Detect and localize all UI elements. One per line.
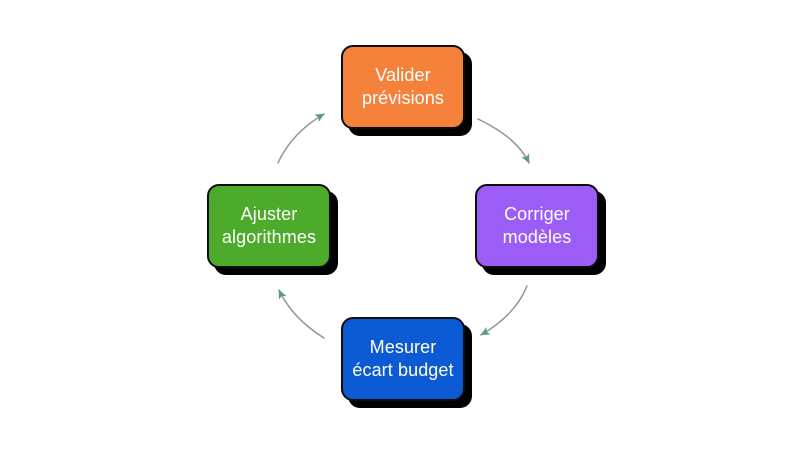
node-corriger-modeles-label: Corriger modèles [502,203,572,247]
arrow-corriger-to-mesurer [480,285,528,336]
node-ajuster-algorithmes[interactable]: Ajuster algorithmes [207,184,331,268]
arrow-ajuster-to-valider [277,113,325,164]
node-valider-previsions-label: Valider prévisions [361,64,445,108]
node-mesurer-ecart-budget-label: Mesurer écart budget [352,336,454,380]
node-mesurer-ecart-budget[interactable]: Mesurer écart budget [341,317,465,401]
node-corriger-modeles[interactable]: Corriger modèles [475,184,599,268]
arrow-mesurer-to-ajuster [278,289,325,339]
node-ajuster-algorithmes-label: Ajuster algorithmes [221,203,317,247]
arrow-valider-to-corriger [477,118,530,164]
node-valider-previsions[interactable]: Valider prévisions [341,45,465,129]
